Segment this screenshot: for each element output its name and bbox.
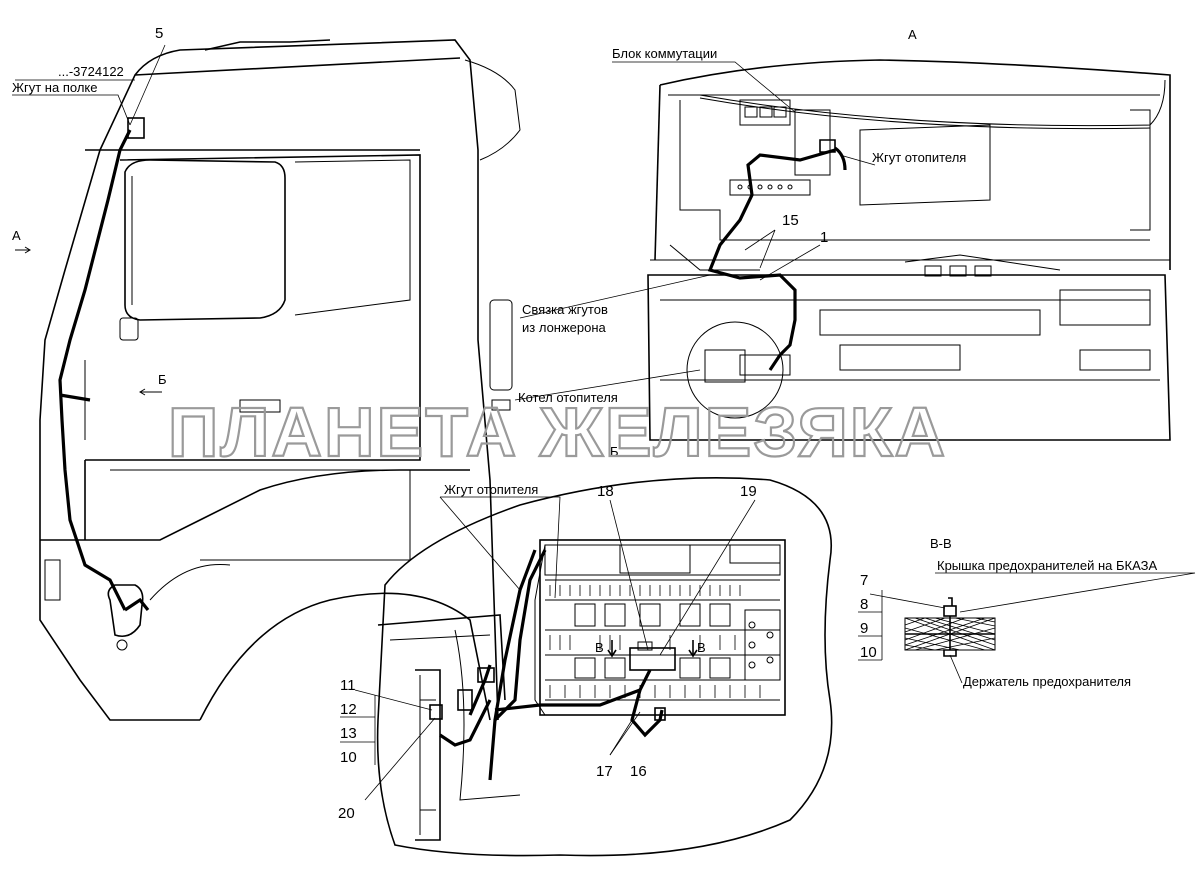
callout-11: 11: [340, 677, 356, 694]
view-a-cab-front: [514, 59, 1171, 441]
callout-19: 19: [740, 483, 757, 500]
callout-10-left: 10: [340, 749, 357, 766]
fuse-harness-wire: [488, 549, 547, 781]
callout-1: 1: [820, 229, 828, 246]
section-vv: [858, 572, 1196, 684]
section-vv-title: В-В: [930, 536, 952, 551]
view-a-arrow-label: А: [12, 228, 21, 243]
callout-7: 7: [860, 572, 868, 589]
heater-harness-wire: [707, 148, 836, 371]
callout-5: 5: [155, 25, 163, 42]
heater-boiler-label: Котел отопителя: [518, 390, 618, 405]
callout-15: 15: [782, 212, 799, 229]
heater-boiler: [704, 349, 746, 383]
callout-20: 20: [338, 805, 355, 822]
callout-12: 12: [340, 701, 357, 718]
callout-13: 13: [340, 725, 357, 742]
fuse-panel: [539, 539, 786, 716]
part-number-label: ...-3724122: [58, 64, 124, 79]
section-mark-right: В: [697, 640, 706, 655]
mounting-bracket: [429, 704, 443, 720]
view-b-title: Б: [610, 444, 619, 459]
harness-bundle-label-1: Связка жгутов: [522, 302, 608, 317]
heater-harness-label-top: Жгут отопителя: [872, 150, 966, 165]
heater-unit: [107, 584, 144, 638]
section-mark-left: В: [595, 640, 604, 655]
fuse-holder-block: [629, 647, 676, 671]
harness-shelf-label: Жгут на полке: [12, 80, 97, 95]
cab-harness-wire: [58, 129, 132, 611]
callout-9: 9: [860, 620, 868, 637]
fuse-holder-label: Держатель предохранителя: [963, 674, 1131, 689]
callout-17: 17: [596, 763, 613, 780]
harness-connector: [127, 117, 145, 139]
view-a-title: А: [908, 27, 917, 42]
heater-harness-label-bottom: Жгут отопителя: [444, 482, 538, 497]
callout-18: 18: [597, 483, 614, 500]
fuse-cover-label: Крышка предохранителей на БКАЗА: [937, 558, 1157, 573]
callout-10-right: 10: [860, 644, 877, 661]
callout-8: 8: [860, 596, 868, 613]
switch-block-label: Блок коммутации: [612, 46, 717, 61]
watermark-text: ПЛАНЕТА ЖЕЛЕЗЯКА: [168, 393, 947, 471]
cab-side-view: [12, 39, 521, 721]
view-b-arrow-label: Б: [158, 372, 167, 387]
callout-16: 16: [630, 763, 647, 780]
view-b-fuse-box: [340, 477, 833, 857]
switch-block: [794, 109, 831, 176]
harness-bundle-label-2: из лонжерона: [522, 320, 607, 335]
